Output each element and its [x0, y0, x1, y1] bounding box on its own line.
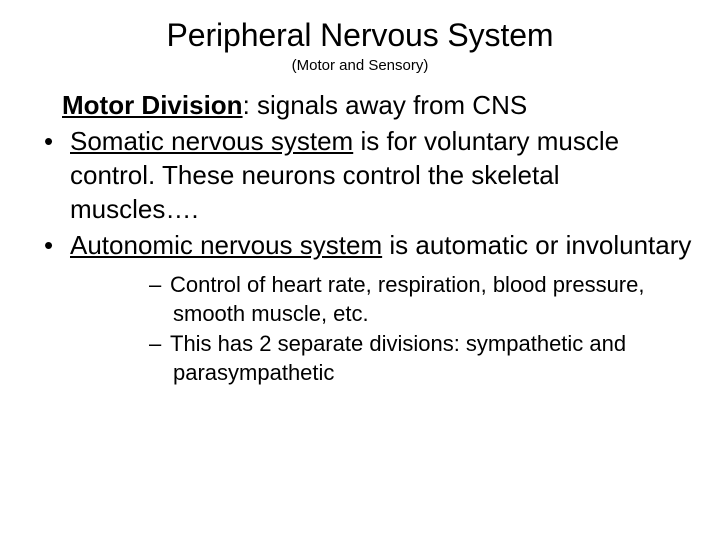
sub-bullet-text: This has 2 separate divisions: sympathet… [170, 331, 627, 385]
bullet-dot-icon: • [44, 230, 54, 260]
list-item: – Control of heart rate, respiration, bl… [70, 270, 692, 328]
sub-bullet-text: Control of heart rate, respiration, bloo… [170, 272, 645, 326]
section-heading-motor-division: Motor Division: signals away from CNS [0, 88, 720, 122]
bullet-dash-icon: – [149, 272, 162, 297]
bullet-text: is for voluntary muscle control. These n… [70, 126, 620, 224]
title-block: Peripheral Nervous System (Motor and Sen… [0, 16, 720, 76]
section-heading-rest: : signals away from CNS [242, 90, 528, 120]
list-item: • Somatic nervous system is for voluntar… [0, 124, 720, 226]
bullet-list-level2: – Control of heart rate, respiration, bl… [70, 270, 692, 387]
bullet-dot-icon: • [44, 126, 54, 156]
bullet-underlined-lead: Somatic nervous system [70, 126, 354, 156]
slide-body: Motor Division: signals away from CNS • … [0, 88, 720, 387]
page-title: Peripheral Nervous System [166, 17, 554, 53]
bullet-dash-icon: – [149, 331, 162, 356]
page-subtitle: (Motor and Sensory) [291, 57, 429, 74]
bullet-text: is automatic or involuntary [382, 230, 692, 260]
section-heading-lead: Motor Division [62, 90, 243, 120]
list-item: • Autonomic nervous system is automatic … [0, 228, 720, 387]
list-item: – This has 2 separate divisions: sympath… [70, 329, 692, 387]
bullet-underlined-lead: Autonomic nervous system [70, 230, 383, 260]
bullet-list-level1: • Somatic nervous system is for voluntar… [0, 124, 720, 387]
